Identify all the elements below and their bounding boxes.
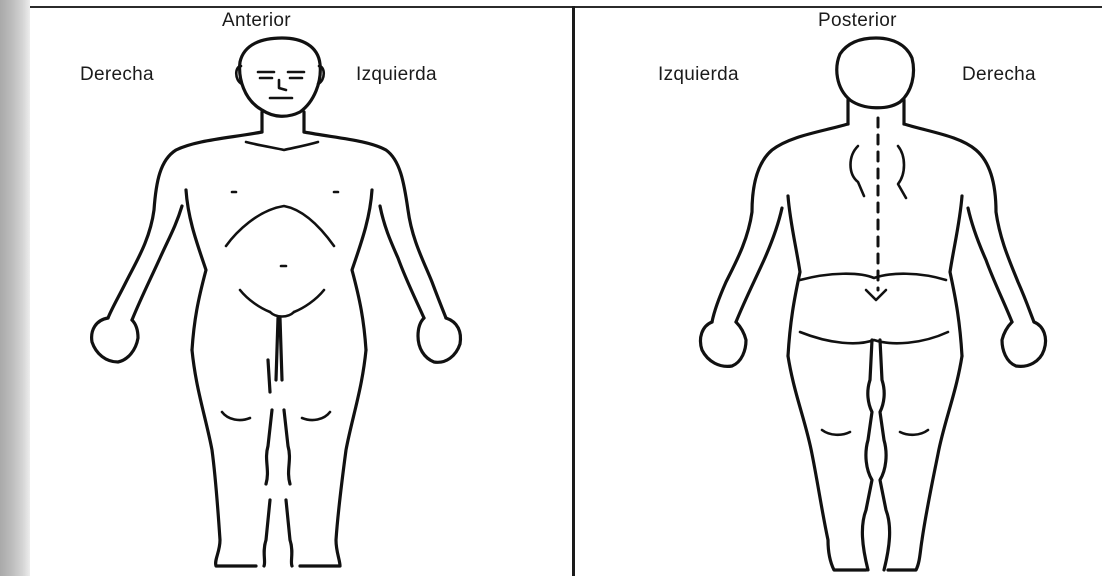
posterior-sacrum — [866, 290, 886, 300]
posterior-leg-midline-b — [880, 340, 890, 570]
posterior-left-leg-outer — [788, 356, 866, 570]
posterior-gluteal-fold — [800, 332, 948, 343]
posterior-scapula-left — [851, 146, 865, 196]
posterior-scapula-right — [898, 146, 906, 198]
posterior-waist — [800, 274, 946, 280]
posterior-right-arm-outer — [904, 124, 1034, 322]
posterior-right-hand — [1002, 322, 1046, 366]
posterior-torso-left — [788, 196, 800, 356]
posterior-leg-midline — [862, 340, 872, 570]
posterior-left-hand — [700, 322, 746, 366]
posterior-left-arm-outer — [712, 124, 848, 322]
posterior-knee-left — [822, 430, 850, 435]
posterior-right-arm-inner — [968, 208, 1012, 322]
posterior-right-leg-outer — [888, 356, 962, 570]
posterior-left-arm-inner — [736, 208, 782, 322]
posterior-torso-right — [950, 196, 962, 356]
posterior-knee-right — [900, 430, 928, 435]
posterior-head — [837, 38, 914, 108]
